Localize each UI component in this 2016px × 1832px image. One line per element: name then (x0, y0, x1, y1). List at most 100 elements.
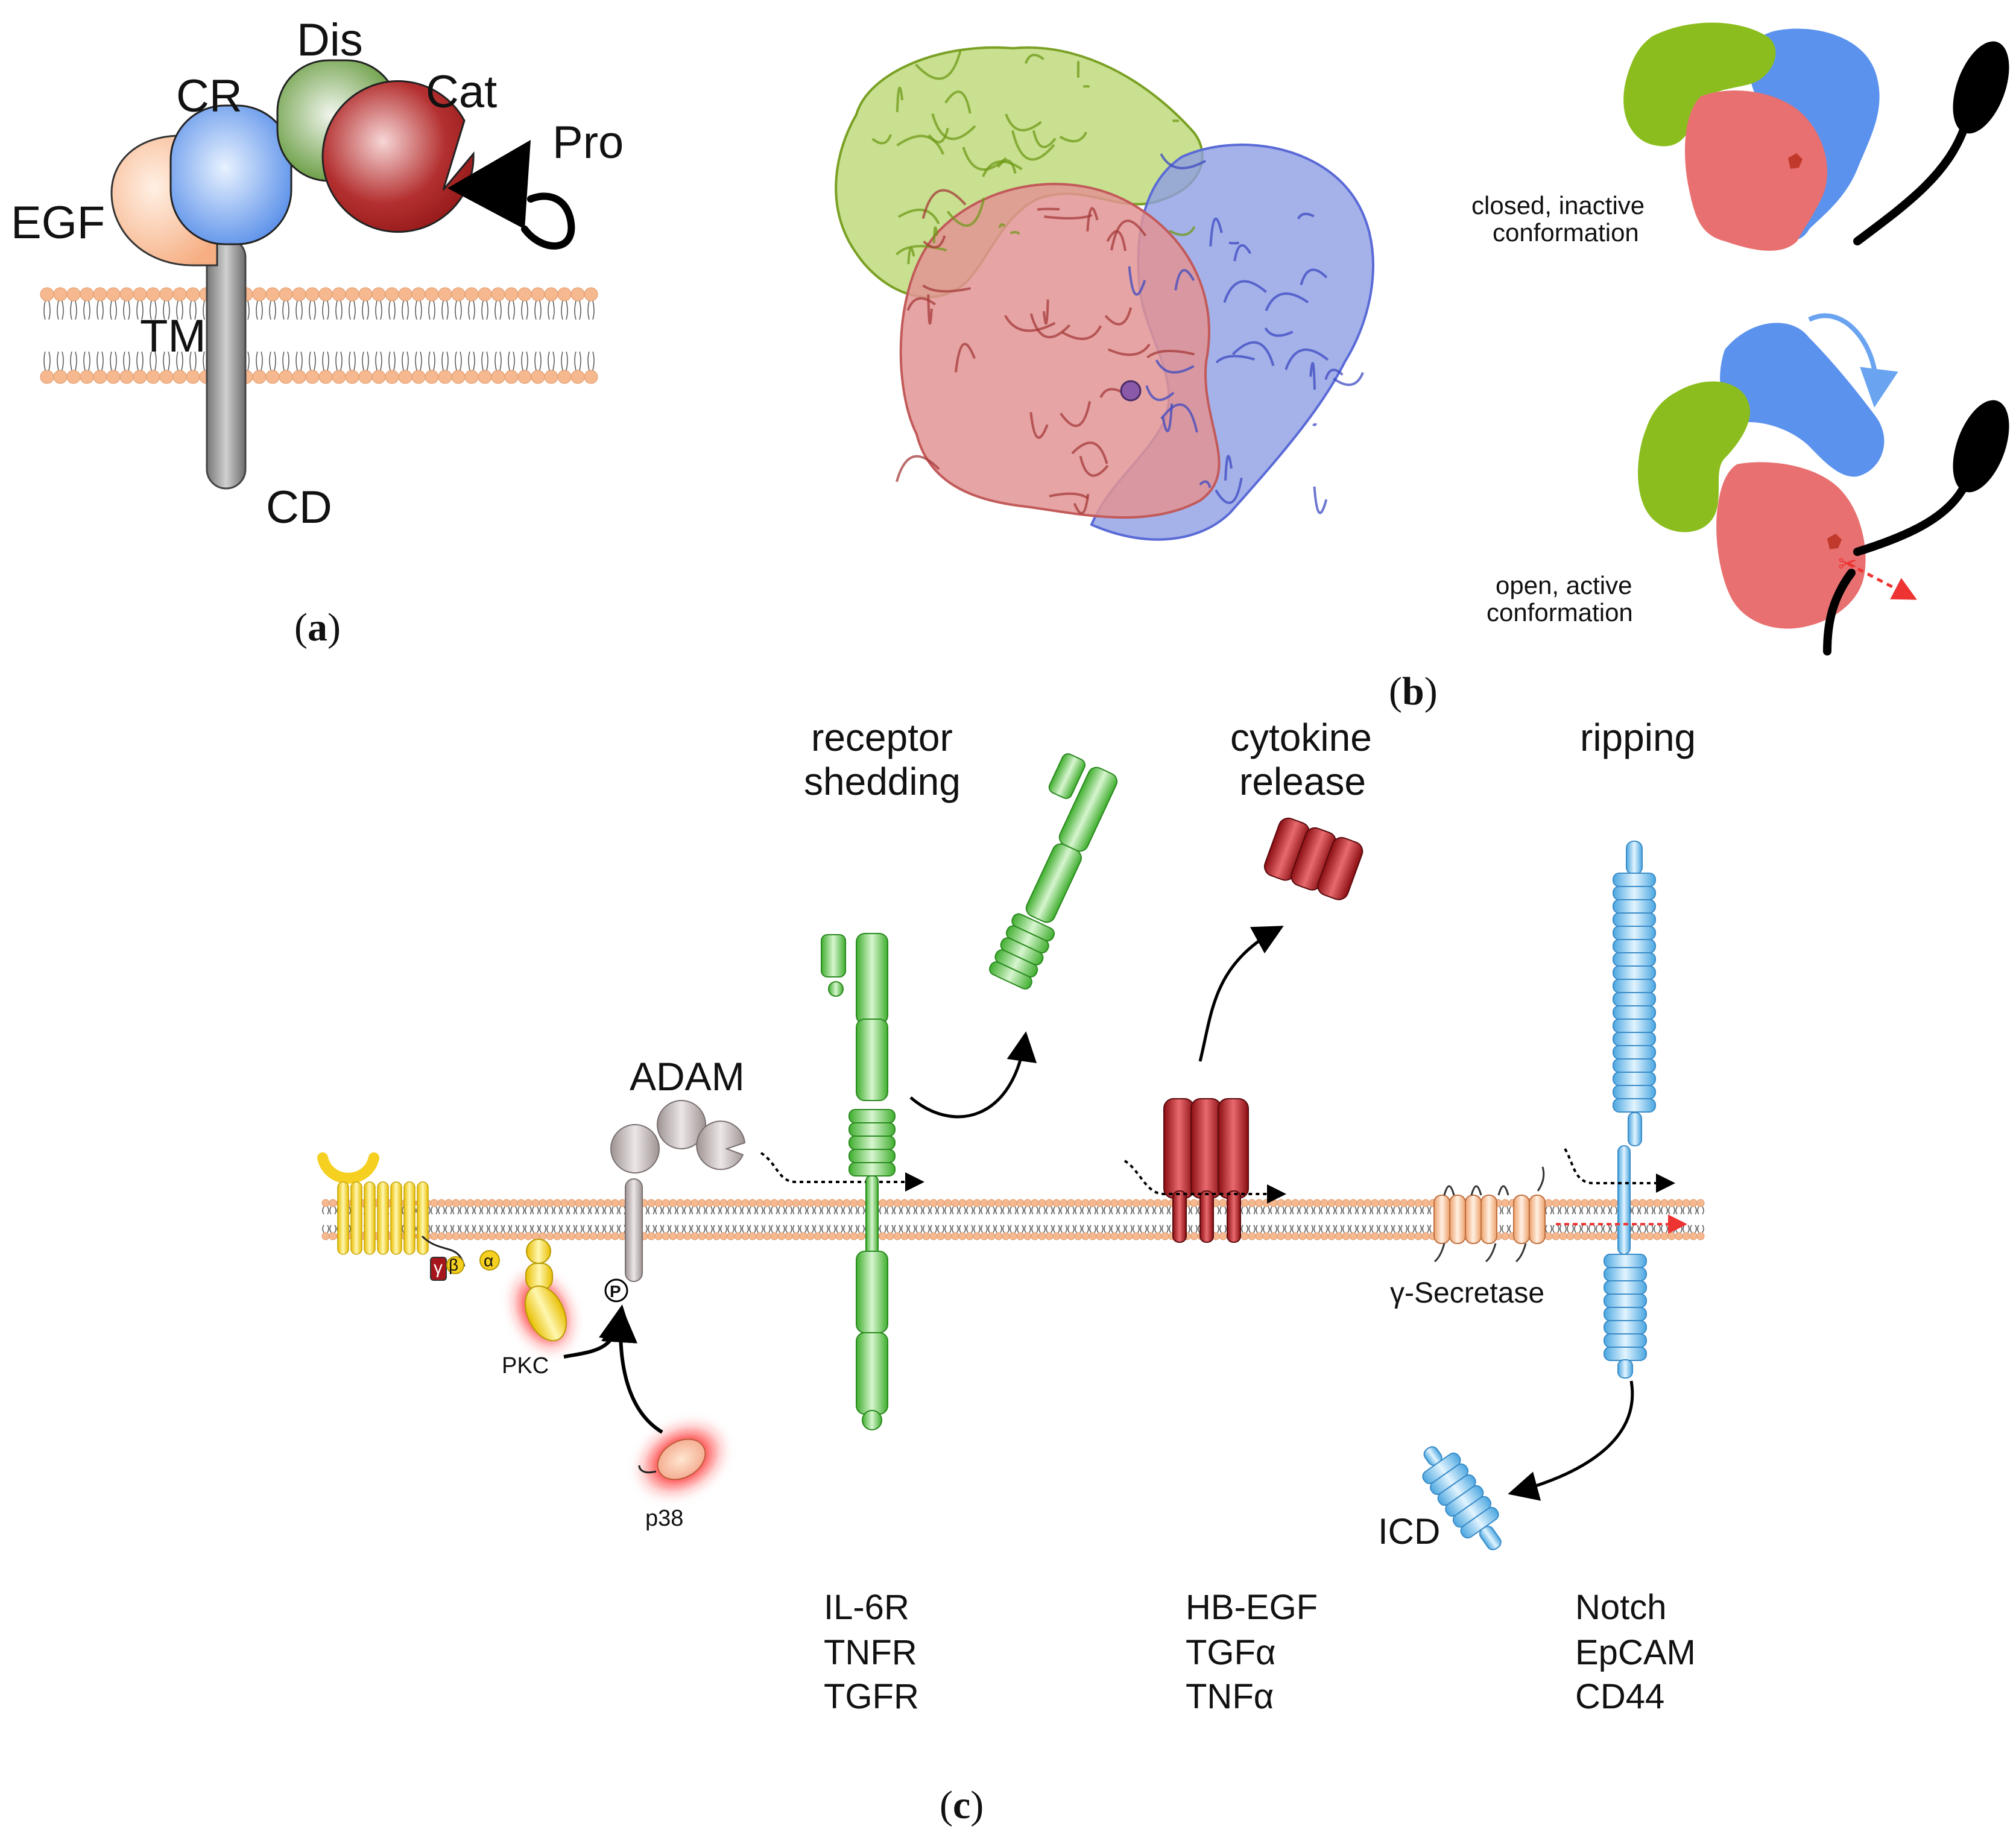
lipid-c-tail (568, 1225, 575, 1233)
gamma-secretase-label: γ-Secretase (1390, 1277, 1544, 1309)
ribbon-strand (1174, 269, 1195, 291)
lipid-c-tail (1559, 1206, 1567, 1214)
lipid-c-tail (1661, 1225, 1668, 1233)
panel-c-letter: c (953, 1783, 970, 1827)
lipid-c-tail (445, 1206, 452, 1214)
lipid-c-head (777, 1232, 786, 1240)
lipid-c-tail (973, 1225, 981, 1233)
lipid-a-head (279, 370, 293, 384)
lipid-a-tail (57, 300, 64, 320)
ribbon-strand (931, 113, 976, 141)
lipid-c-tail (1082, 1225, 1089, 1233)
cytokine-precursor-tm-1 (1172, 1190, 1187, 1243)
lipid-c-tail (691, 1206, 698, 1214)
lipid-c-head (473, 1232, 482, 1240)
lipid-c-head (1378, 1199, 1386, 1207)
ribbon-strand (1169, 226, 1196, 236)
lipid-c-head (1631, 1199, 1640, 1207)
lipid-c-tail (445, 1225, 452, 1233)
cr-label: CR (176, 71, 242, 122)
tm-label: TM (140, 311, 206, 362)
lipid-c-head (1696, 1232, 1705, 1240)
lipid-c-tail (995, 1225, 1002, 1233)
lipid-c-head (1552, 1199, 1560, 1207)
lipid-c-head (719, 1199, 728, 1207)
lipid-c-head (1060, 1199, 1068, 1207)
lipid-c-tail (1552, 1206, 1559, 1214)
lipid-c-head (1342, 1232, 1350, 1240)
lipid-c-tail (858, 1225, 865, 1233)
lipid-c-tail (959, 1225, 966, 1233)
lipid-a-head (557, 370, 572, 384)
lipid-a-head (584, 370, 598, 384)
ribbon-strand (906, 297, 936, 311)
lipid-c-tail (590, 1225, 597, 1233)
ripping-ring (1613, 886, 1656, 900)
shed-domain (1025, 843, 1082, 923)
lipid-c-head (1363, 1232, 1372, 1240)
pro-label: Pro (552, 117, 624, 168)
lipid-c-head (1240, 1199, 1249, 1207)
ribbon-strand (1029, 412, 1049, 439)
lipid-c-head (828, 1199, 836, 1207)
adam-protease: P ADAM (604, 1054, 924, 1303)
lipid-c-head (647, 1199, 656, 1207)
lipid-c-head (473, 1199, 482, 1207)
ribbon-strand (1128, 266, 1146, 296)
lipid-c-head (546, 1232, 554, 1240)
icd-group (1422, 1446, 1502, 1550)
lipid-a-tail (508, 300, 515, 320)
lipid-a-head (146, 370, 160, 384)
closed-label-line2: conformation (1493, 218, 1639, 247)
secretase-subunit (1433, 1195, 1450, 1244)
lipid-c-head (1023, 1232, 1032, 1240)
lipid-c-head (1631, 1232, 1640, 1240)
open-disintegrin (1638, 381, 1750, 532)
lipid-c-head (654, 1199, 663, 1207)
lipid-c-head (850, 1232, 858, 1240)
lipid-c-tail (1422, 1206, 1429, 1214)
lipid-c-head (1009, 1199, 1017, 1207)
ribbon-strand (1086, 207, 1099, 232)
lipid-c-head (524, 1232, 532, 1240)
lipid-a-tail (163, 351, 170, 371)
lipid-c-tail (720, 1206, 727, 1214)
shed-ectodomain-group (989, 753, 1118, 990)
lipid-c-head (1421, 1232, 1430, 1240)
lipid-c-tail (1632, 1206, 1639, 1214)
ribbon-strand (1231, 341, 1275, 367)
lipid-c-tail (1306, 1206, 1313, 1214)
ribbon-strand (944, 90, 972, 114)
ribbon-strand (1104, 307, 1133, 326)
lipid-a-head (478, 370, 492, 384)
lipid-c-tail (894, 1206, 901, 1214)
ribbon-strand (1145, 385, 1175, 402)
lipid-c-head (452, 1199, 460, 1207)
lipid-a-tail (136, 300, 144, 320)
ribbon-strand (1333, 371, 1364, 387)
ribbon-strand (1032, 130, 1057, 148)
lipid-c-tail (1096, 1225, 1104, 1233)
lipid-c-head (1255, 1232, 1263, 1240)
lipid-a-tail (455, 300, 462, 320)
ribbon-strand (1059, 131, 1087, 143)
ribbon-detail (871, 50, 1364, 515)
lipid-c-head (437, 1232, 446, 1240)
g-alpha-subunit (479, 1250, 500, 1271)
lipid-c-tail (1574, 1225, 1581, 1233)
lipid-a-tail (176, 300, 183, 320)
ribbon-strand (927, 127, 949, 144)
lipid-c-head (452, 1232, 460, 1240)
ribbon-strand (1155, 359, 1195, 374)
lipid-c-tail (1697, 1206, 1704, 1214)
lipid-c-tail (452, 1225, 460, 1233)
lipid-c-head (1074, 1199, 1082, 1207)
pkc-kinase: PKC (502, 1239, 575, 1379)
lipid-c-head (1002, 1199, 1010, 1207)
ribbon-strand (1073, 493, 1090, 515)
lipid-c-tail (706, 1206, 713, 1214)
lipid-a-head (517, 287, 532, 302)
lipid-c-tail (1089, 1206, 1096, 1214)
lipid-c-tail (858, 1206, 865, 1214)
lipid-c-head (1682, 1199, 1690, 1207)
